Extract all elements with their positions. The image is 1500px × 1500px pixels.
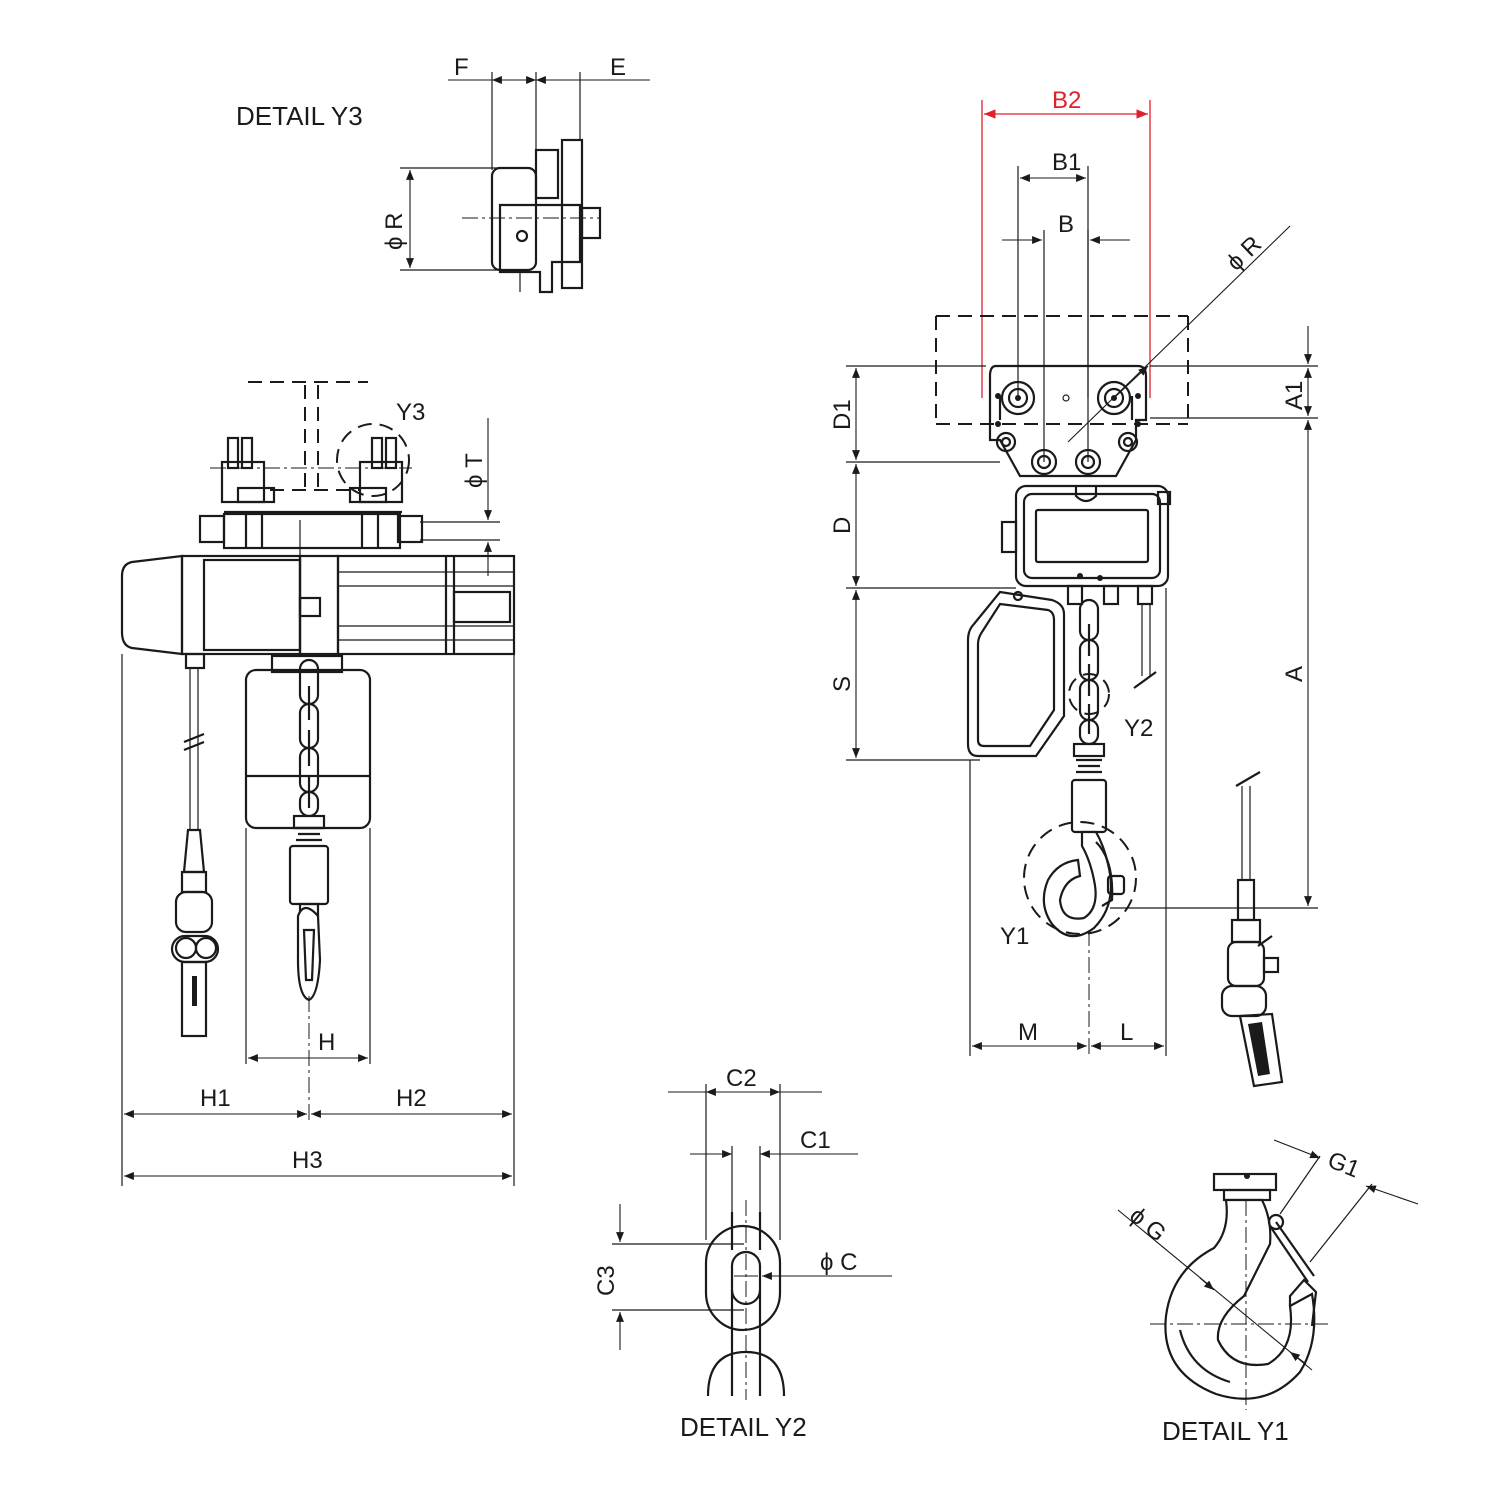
callout-y1-circle bbox=[1023, 821, 1137, 935]
dim-B1: B1 bbox=[1052, 149, 1081, 176]
hook-side bbox=[1042, 830, 1126, 938]
side-view: B2 B1 B ϕ R D1 D S bbox=[829, 87, 1318, 1088]
dim-L: L bbox=[1120, 1019, 1133, 1046]
dim-C3: C3 bbox=[593, 1265, 620, 1296]
dim-H: H bbox=[318, 1029, 335, 1056]
front-view: Y3 ϕ T bbox=[120, 381, 516, 1186]
hoist-body-front bbox=[120, 554, 516, 656]
dim-A1: A1 bbox=[1281, 381, 1308, 410]
detail-y3: DETAIL Y3 F E ϕ R bbox=[236, 54, 650, 294]
trolley-front bbox=[198, 436, 424, 556]
callout-y3-circle bbox=[336, 423, 410, 497]
chain-bag-side bbox=[966, 590, 1066, 758]
dim-B: B bbox=[1058, 211, 1074, 238]
dim-G: ϕ G bbox=[1124, 1202, 1171, 1248]
callout-y2: Y2 bbox=[1124, 715, 1153, 742]
dim-D1: D1 bbox=[829, 399, 856, 430]
chain-front bbox=[288, 658, 330, 1002]
dim-B2: B2 bbox=[1052, 87, 1081, 114]
detail-y2: C2 C1 C3 ϕ C DETAIL Y2 bbox=[593, 1065, 892, 1442]
dim-C2: C2 bbox=[726, 1065, 757, 1092]
dim-H2: H2 bbox=[396, 1085, 427, 1112]
detail-y1: ϕ G G1 DETAIL Y1 bbox=[1117, 1139, 1419, 1446]
dim-F: F bbox=[454, 54, 469, 81]
detail-y2-title: DETAIL Y2 bbox=[680, 1412, 807, 1442]
callout-y2-circle bbox=[1068, 673, 1110, 715]
dim-G1: G1 bbox=[1324, 1147, 1364, 1184]
dim-H3: H3 bbox=[292, 1147, 323, 1174]
detail-y3-title: DETAIL Y3 bbox=[236, 101, 363, 131]
pendant-side bbox=[1220, 771, 1284, 1088]
dim-S: S bbox=[829, 676, 856, 692]
callout-y3: Y3 bbox=[396, 399, 425, 426]
dim-D: D bbox=[829, 517, 856, 534]
dim-R-detail: ϕ R bbox=[381, 213, 408, 250]
dim-R-side: ϕ R bbox=[1221, 231, 1267, 276]
dim-E: E bbox=[610, 54, 626, 81]
dim-A: A bbox=[1281, 666, 1308, 682]
dim-M: M bbox=[1018, 1019, 1038, 1046]
trolley-side bbox=[988, 364, 1148, 478]
chain-side bbox=[1070, 598, 1108, 834]
dim-T: ϕ T bbox=[461, 453, 488, 488]
callout-y1: Y1 bbox=[1000, 923, 1029, 950]
dim-C1: C1 bbox=[800, 1127, 831, 1154]
detail-y1-title: DETAIL Y1 bbox=[1162, 1416, 1289, 1446]
dim-C: ϕ C bbox=[820, 1249, 857, 1276]
gearbox-side bbox=[1000, 484, 1172, 588]
pendant-front bbox=[170, 652, 220, 1038]
dim-H1: H1 bbox=[200, 1085, 231, 1112]
